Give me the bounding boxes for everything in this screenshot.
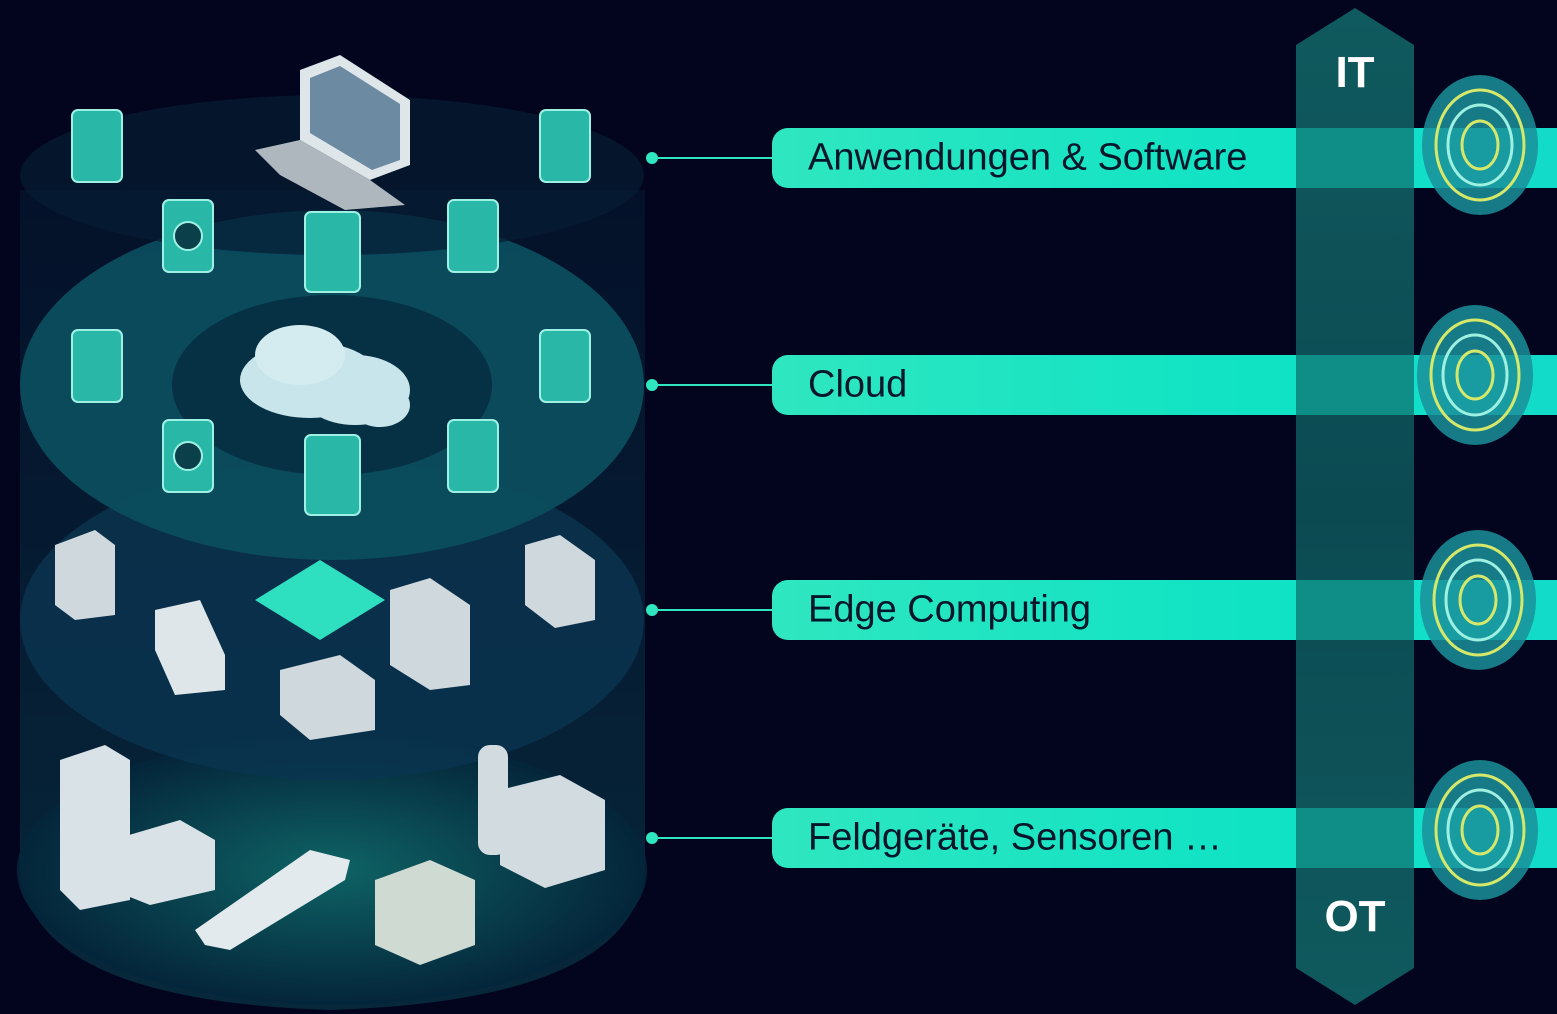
layer-label-field: Feldgeräte, Sensoren … [772,808,1557,868]
edge-grid-icon [255,560,385,640]
tablet-icon [155,600,225,695]
cloud-icon [240,325,410,427]
layer-label-text: Anwendungen & Software [808,136,1248,179]
server-icon [55,530,595,740]
it-label: IT [1335,48,1375,97]
layer-label-apps: Anwendungen & Software [772,128,1557,188]
ot-label: OT [1324,892,1386,941]
silo-icon [478,745,605,888]
layer-label-edge: Edge Computing [772,580,1557,640]
layer-label-cloud: Cloud [772,355,1557,415]
globe-tile-icon [162,199,214,493]
it-ot-arrow [1296,8,1414,1005]
layer-connectors [646,152,772,844]
layer-label-text: Cloud [808,363,908,406]
building-icon [60,745,215,910]
app-tile-icon [71,109,591,516]
layer-label-text: Edge Computing [808,588,1092,631]
layer-label-text: Feldgeräte, Sensoren … [808,816,1223,859]
laptop-icon [255,55,410,210]
train-icon [195,850,350,950]
factory-icon [375,860,475,965]
